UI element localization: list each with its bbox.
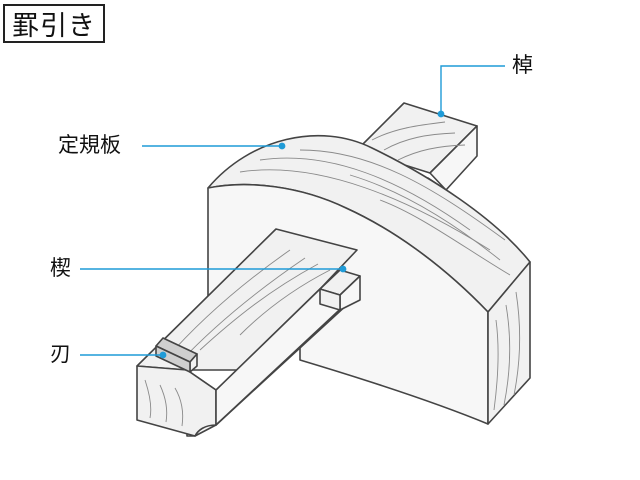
- leader-rod: [437, 65, 505, 118]
- label-wedge: 楔: [50, 256, 71, 280]
- label-rod: 棹: [512, 53, 533, 77]
- rod-front-part: [136, 228, 358, 437]
- leader-fence: [142, 142, 286, 150]
- label-blade: 刃: [50, 342, 71, 366]
- label-fence: 定規板: [58, 133, 121, 157]
- diagram-title: 罫引き: [3, 4, 105, 43]
- wedge-block: [319, 269, 361, 311]
- leader-wedge: [80, 265, 347, 273]
- leader-blade: [80, 351, 167, 359]
